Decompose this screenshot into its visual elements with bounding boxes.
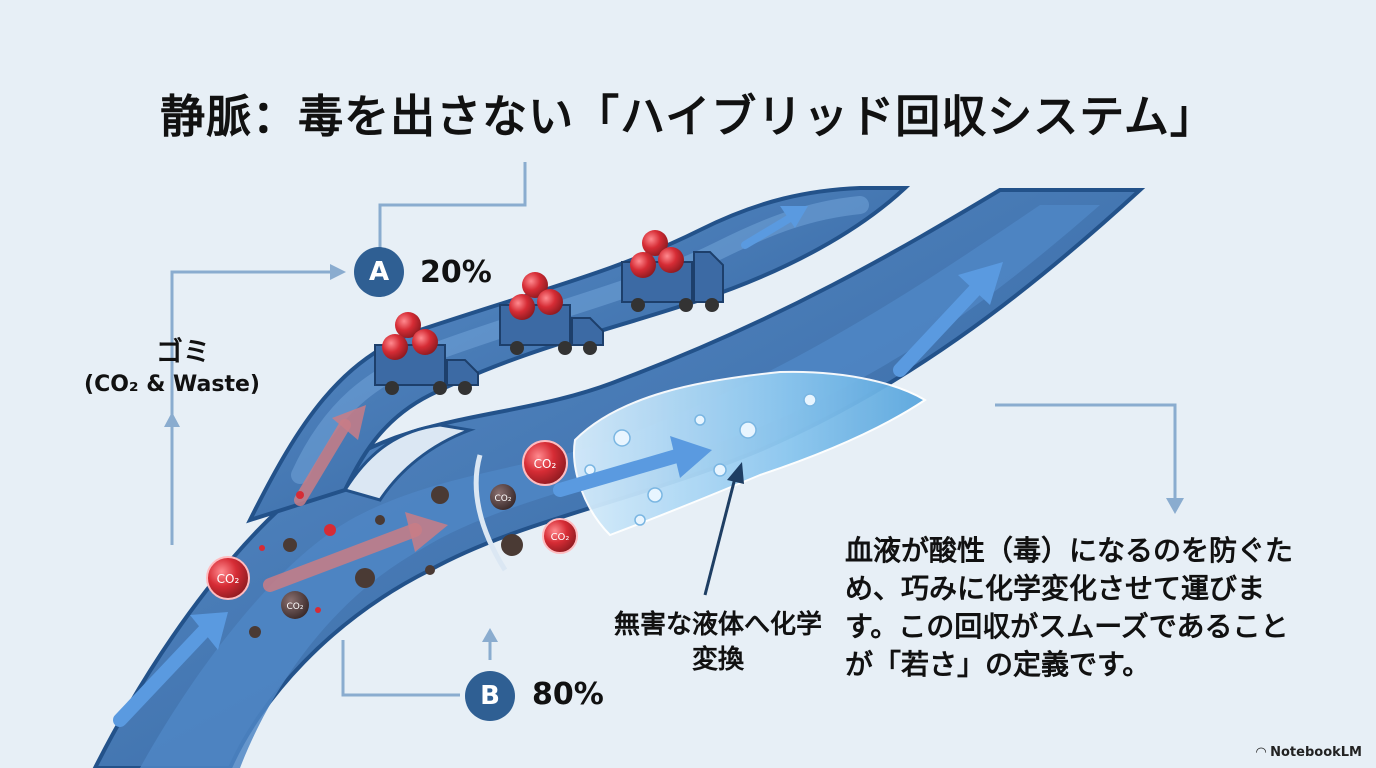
truck-3 (621, 251, 724, 312)
brand-name: NotebookLM (1270, 745, 1362, 760)
molecule-label: CO₂ (287, 602, 304, 612)
molecule-dark-1: CO₂ (281, 591, 309, 619)
bubbles (584, 393, 817, 526)
description-text: 血液が酸性（毒）になるのを防ぐため、巧みに化学変化させて運びます。この回収がスム… (845, 534, 1294, 682)
waste-label: ゴミ (156, 337, 210, 368)
page-title: 静脈：毒を出さない「ハイブリッド回収システム」 (160, 90, 1216, 143)
debris (249, 486, 523, 638)
molecule-large-2: CO₂ (522, 440, 568, 486)
molecule-dark-2: CO₂ (490, 484, 516, 510)
flow-arrows (113, 206, 1003, 727)
route-a-percent: 20% (420, 255, 492, 290)
connector-b (341, 640, 460, 697)
vessel-lower-inner (140, 205, 1100, 768)
molecule-label: CO₂ (534, 457, 557, 471)
cargo-molecules (382, 230, 684, 360)
connector-desc (995, 403, 1177, 500)
molecule-label: CO₂ (495, 494, 512, 504)
molecule-large-3: CO₂ (542, 518, 578, 554)
brand-icon: ◠ (1256, 745, 1267, 760)
sparks (259, 491, 336, 613)
route-a-badge: A (354, 247, 404, 297)
brand-logo: ◠ NotebookLM (1256, 745, 1362, 760)
molecule-label: CO₂ (551, 532, 570, 543)
connector-title-a (378, 162, 527, 250)
route-b-badge: B (465, 671, 515, 721)
waste-sublabel: (CO₂ & Waste) (84, 372, 260, 397)
conversion-label: 無害な液体へ化学変換 (613, 610, 822, 676)
molecule-label: CO₂ (217, 572, 240, 586)
molecule-large-1: CO₂ (206, 556, 250, 600)
route-b-percent: 80% (532, 677, 604, 712)
connector-arrowheads (164, 264, 1184, 642)
